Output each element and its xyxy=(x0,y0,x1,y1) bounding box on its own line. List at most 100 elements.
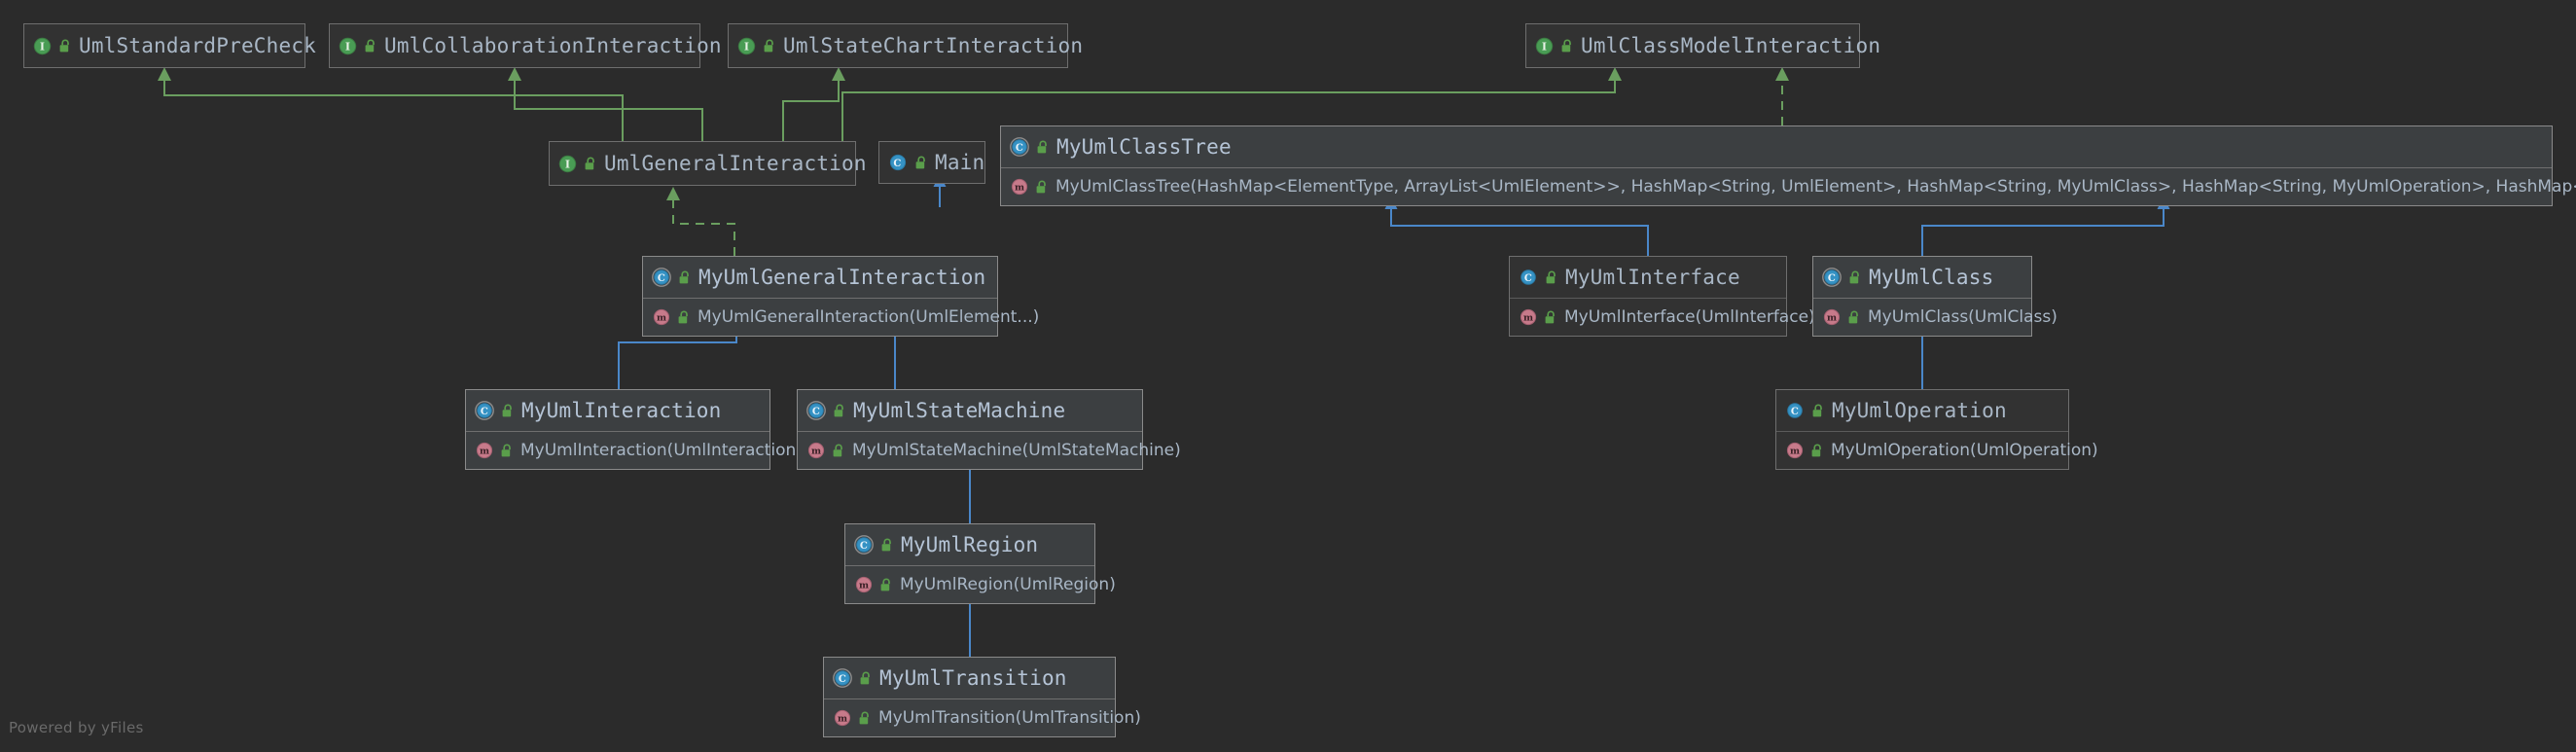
node-title: MyUmlOperation xyxy=(1832,399,2007,422)
lock-icon xyxy=(763,39,776,54)
svg-text:C: C xyxy=(860,541,868,552)
svg-text:m: m xyxy=(838,714,847,725)
svg-text:m: m xyxy=(1015,183,1024,194)
uml-node-umlcollaborationinteraction[interactable]: I UmlCollaborationInteraction xyxy=(329,23,722,68)
svg-text:m: m xyxy=(1523,313,1533,324)
node-method-row[interactable]: m MyUmlTransition(UmlTransition) xyxy=(824,698,1141,736)
node-method-row[interactable]: m MyUmlStateMachine(UmlStateMachine) xyxy=(798,431,1181,469)
svg-text:C: C xyxy=(481,407,488,417)
uml-node-umlgeneralinteraction[interactable]: I UmlGeneralInteraction xyxy=(549,141,867,186)
method-icon: m xyxy=(1011,178,1028,196)
node-header[interactable]: I UmlCollaborationInteraction xyxy=(330,24,722,67)
lock-icon xyxy=(1560,39,1574,54)
node-title: UmlGeneralInteraction xyxy=(604,152,867,175)
lock-icon xyxy=(880,538,894,553)
svg-text:C: C xyxy=(839,674,846,685)
interface-icon: I xyxy=(339,37,357,55)
node-header[interactable]: I UmlGeneralInteraction xyxy=(550,142,867,185)
lock-icon xyxy=(1810,444,1824,458)
node-title: MyUmlStateMachine xyxy=(853,399,1066,422)
node-header[interactable]: C MyUmlOperation xyxy=(1776,390,2068,431)
lock-icon xyxy=(914,156,928,170)
method-signature: MyUmlClass(UmlClass) xyxy=(1868,307,2057,327)
lock-icon xyxy=(1811,404,1825,418)
node-title: UmlCollaborationInteraction xyxy=(384,34,722,57)
lock-icon xyxy=(501,404,515,418)
svg-text:m: m xyxy=(1790,447,1800,457)
interface-icon: I xyxy=(1535,37,1554,55)
svg-text:C: C xyxy=(1791,407,1799,417)
svg-text:C: C xyxy=(658,273,665,284)
lock-icon xyxy=(879,578,893,592)
lock-icon xyxy=(1848,270,1862,285)
node-header[interactable]: C MyUmlInteraction xyxy=(466,390,769,431)
method-icon: m xyxy=(1520,308,1537,326)
uml-node-umlclassmodelinteraction[interactable]: I UmlClassModelInteraction xyxy=(1525,23,1880,68)
lock-icon xyxy=(1544,310,1557,325)
class-icon: C xyxy=(1010,137,1029,157)
class-icon: C xyxy=(888,153,908,172)
class-icon: C xyxy=(1822,268,1842,287)
method-icon: m xyxy=(653,308,670,326)
svg-text:C: C xyxy=(812,407,820,417)
method-icon: m xyxy=(807,442,825,459)
svg-text:C: C xyxy=(1016,143,1023,154)
method-signature: MyUmlStateMachine(UmlStateMachine) xyxy=(852,441,1181,460)
method-icon: m xyxy=(1786,442,1804,459)
uml-node-myumlstatemachine[interactable]: C MyUmlStateMachine m MyUmlStateMachine(Uml… xyxy=(797,389,1181,470)
node-header[interactable]: I UmlClassModelInteraction xyxy=(1526,24,1880,67)
svg-text:m: m xyxy=(480,447,489,457)
node-title: UmlClassModelInteraction xyxy=(1581,34,1881,57)
edge-myumlclass-myumlclasstree xyxy=(1921,197,2170,256)
lock-icon xyxy=(677,310,691,325)
lock-icon xyxy=(1035,180,1049,195)
svg-text:C: C xyxy=(1828,273,1836,284)
lock-icon xyxy=(584,157,597,171)
interface-icon: I xyxy=(558,155,577,173)
node-title: MyUmlInteraction xyxy=(521,399,722,422)
lock-icon xyxy=(364,39,377,54)
lock-icon xyxy=(1545,270,1558,285)
svg-text:m: m xyxy=(811,447,821,457)
svg-text:I: I xyxy=(1542,40,1547,53)
node-header[interactable]: C MyUmlStateMachine xyxy=(798,390,1142,431)
edge-generalinteraction-collaborationinteraction xyxy=(508,67,703,141)
lock-icon xyxy=(858,711,872,726)
node-title: UmlStandardPreCheck xyxy=(79,34,317,57)
lock-icon xyxy=(833,404,846,418)
svg-text:C: C xyxy=(1524,273,1532,284)
lock-icon xyxy=(1847,310,1861,325)
node-header[interactable]: C MyUmlClassTree xyxy=(1001,126,2552,167)
lock-icon xyxy=(58,39,72,54)
class-icon: C xyxy=(1519,268,1538,287)
node-title: MyUmlClassTree xyxy=(1056,135,1232,159)
method-signature: MyUmlTransition(UmlTransition) xyxy=(878,708,1141,728)
